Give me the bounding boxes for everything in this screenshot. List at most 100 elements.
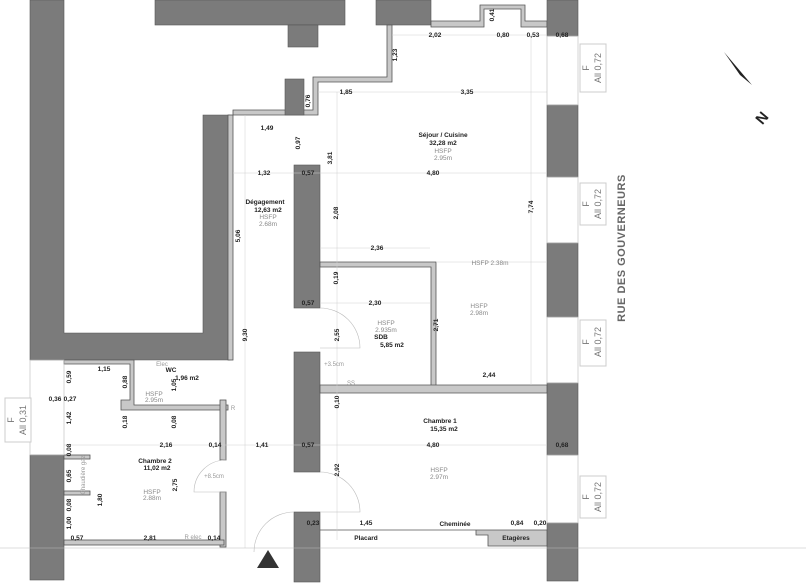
svg-text:1,80: 1,80 — [97, 493, 104, 506]
window-label: F All 0,72 — [579, 475, 607, 519]
svg-text:1,96 m2: 1,96 m2 — [175, 375, 199, 382]
svg-text:HSFP: HSFP — [259, 214, 276, 221]
svg-text:F: F — [6, 417, 16, 423]
room-sejour-cuisine: Séjour / Cuisine 32,28 m2 HSFP 2.95m — [418, 132, 468, 162]
hsfp-label: HSFP — [470, 303, 487, 310]
svg-text:R: R — [231, 406, 236, 412]
svg-text:1,23: 1,23 — [392, 48, 399, 61]
svg-text:0,57: 0,57 — [71, 535, 84, 542]
svg-text:0,88: 0,88 — [122, 375, 129, 388]
svg-text:2.68m: 2.68m — [259, 221, 277, 228]
svg-text:R elec: R elec — [184, 535, 201, 541]
svg-text:0,27: 0,27 — [64, 396, 77, 403]
svg-text:Chambre 2: Chambre 2 — [138, 458, 172, 465]
svg-text:0,57: 0,57 — [302, 300, 315, 307]
svg-text:9,30: 9,30 — [242, 328, 249, 341]
svg-text:2.95m: 2.95m — [145, 397, 163, 404]
svg-text:2.88m: 2.88m — [143, 495, 161, 502]
svg-text:5,06: 5,06 — [235, 229, 242, 242]
svg-text:2,30: 2,30 — [369, 300, 382, 307]
room-sdb: HSFP 2.935m SDB 5,85 m2 — [374, 320, 404, 349]
svg-text:2.95m: 2.95m — [434, 155, 452, 162]
svg-text:HSFP: HSFP — [145, 391, 162, 398]
svg-text:Cheminée: Cheminée — [439, 521, 470, 528]
svg-text:2,02: 2,02 — [429, 32, 442, 39]
svg-text:2.97m: 2.97m — [430, 474, 448, 481]
svg-text:1,41: 1,41 — [256, 442, 269, 449]
svg-text:2.935m: 2.935m — [375, 327, 397, 334]
svg-text:SDB: SDB — [374, 334, 388, 341]
svg-text:Dégagement: Dégagement — [245, 199, 285, 206]
svg-text:F: F — [581, 494, 591, 500]
svg-text:0,14: 0,14 — [209, 442, 222, 449]
svg-text:3,35: 3,35 — [461, 89, 474, 96]
svg-text:WC: WC — [166, 367, 177, 374]
window-label: F All 0,31 — [4, 397, 32, 443]
window-label: F All 0,72 — [579, 319, 607, 367]
svg-text:2,16: 2,16 — [160, 442, 173, 449]
entrance-arrow-icon — [257, 550, 279, 568]
svg-text:5,85 m2: 5,85 m2 — [380, 342, 404, 349]
svg-text:1,15: 1,15 — [98, 366, 111, 373]
svg-text:0,68: 0,68 — [556, 32, 569, 39]
dimension-lines — [0, 34, 806, 553]
svg-text:0,65: 0,65 — [66, 469, 73, 482]
svg-text:1,42: 1,42 — [66, 411, 73, 424]
svg-text:0,20: 0,20 — [534, 520, 547, 527]
svg-text:F: F — [581, 339, 591, 345]
svg-text:12,63 m2: 12,63 m2 — [254, 207, 282, 214]
svg-text:0,14: 0,14 — [208, 535, 221, 542]
svg-text:Placard: Placard — [354, 535, 378, 542]
svg-text:0,08: 0,08 — [66, 498, 73, 511]
svg-text:2,81: 2,81 — [144, 535, 157, 542]
svg-text:1,32: 1,32 — [258, 170, 271, 177]
svg-text:2,71: 2,71 — [433, 318, 440, 331]
svg-text:2,92: 2,92 — [334, 463, 341, 476]
svg-text:0,76: 0,76 — [305, 94, 312, 107]
svg-text:4,80: 4,80 — [427, 170, 440, 177]
svg-text:3,81: 3,81 — [327, 151, 334, 164]
svg-text:0,08: 0,08 — [171, 415, 178, 428]
svg-text:2,08: 2,08 — [333, 206, 340, 219]
svg-text:15,35 m2: 15,35 m2 — [430, 426, 458, 433]
svg-text:HSFP: HSFP — [434, 148, 451, 155]
svg-text:2,36: 2,36 — [371, 245, 384, 252]
north-label: N — [752, 109, 772, 128]
svg-text:All 0,72: All 0,72 — [593, 482, 603, 512]
svg-text:0,57: 0,57 — [302, 442, 315, 449]
svg-text:0,80: 0,80 — [497, 32, 510, 39]
svg-text:+3.5cm: +3.5cm — [324, 362, 344, 368]
street-name: RUE DES GOUVERNEURS — [616, 174, 628, 322]
svg-text:1,05: 1,05 — [171, 378, 178, 391]
svg-text:1,45: 1,45 — [360, 520, 373, 527]
svg-text:2,75: 2,75 — [172, 478, 179, 491]
svg-text:0,97: 0,97 — [295, 136, 302, 149]
dimension-labels: 2,02 0,80 0,53 0,68 0,41 1,23 1,85 3,35 … — [49, 8, 569, 542]
svg-text:0,59: 0,59 — [66, 370, 73, 383]
svg-text:0,84: 0,84 — [511, 520, 524, 527]
svg-text:Elec: Elec — [156, 362, 168, 368]
svg-text:1,00: 1,00 — [66, 516, 73, 529]
svg-text:1,49: 1,49 — [261, 125, 274, 132]
svg-text:0,23: 0,23 — [307, 520, 320, 527]
svg-text:All 0,31: All 0,31 — [18, 405, 28, 435]
svg-text:HSFP: HSFP — [377, 320, 394, 327]
svg-text:1,85: 1,85 — [340, 89, 353, 96]
annotations: Elec +3.5cm SS +8.5cm R R elec Placard C… — [81, 362, 530, 542]
svg-text:32,28 m2: 32,28 m2 — [429, 140, 457, 147]
svg-text:0,18: 0,18 — [122, 415, 129, 428]
svg-text:HSFP: HSFP — [143, 489, 160, 496]
svg-text:0,10: 0,10 — [334, 395, 341, 408]
room-chambre-1: Chambre 1 15,35 m2 HSFP 2.97m — [423, 418, 458, 481]
svg-text:2,55: 2,55 — [334, 328, 341, 341]
svg-text:Séjour / Cuisine: Séjour / Cuisine — [418, 132, 468, 139]
svg-text:F: F — [581, 65, 591, 71]
svg-text:0,53: 0,53 — [527, 32, 540, 39]
svg-text:SS: SS — [347, 381, 355, 387]
svg-text:Etagères: Etagères — [502, 535, 530, 542]
svg-text:Chambre 1: Chambre 1 — [423, 418, 457, 425]
room-degagement: Dégagement 12,63 m2 HSFP 2.68m — [245, 199, 285, 228]
svg-text:0,08: 0,08 — [66, 443, 73, 456]
svg-text:0,19: 0,19 — [333, 271, 340, 284]
